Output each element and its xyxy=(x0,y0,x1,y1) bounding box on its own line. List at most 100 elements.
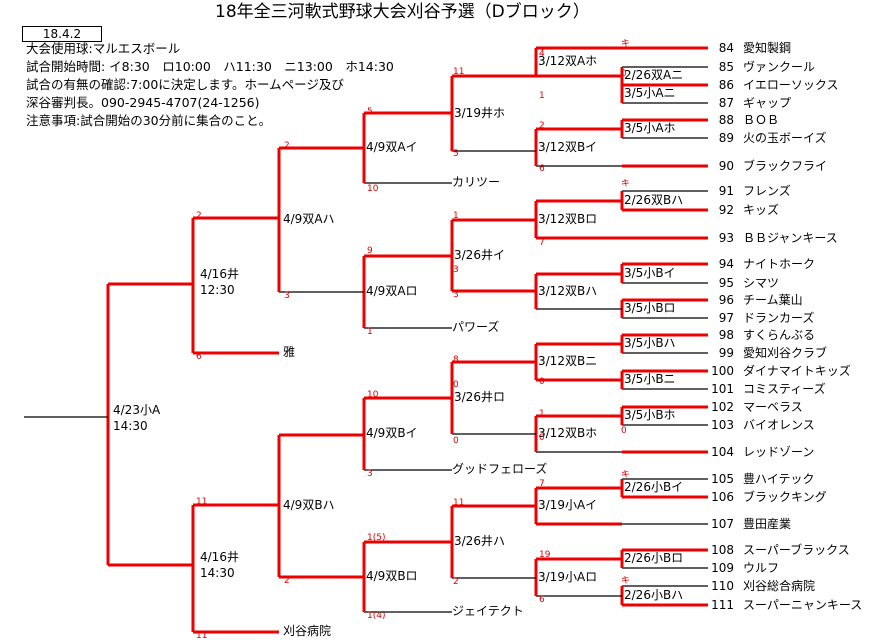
team-number: 101 xyxy=(711,382,734,396)
match-label: 3/12双Bニ xyxy=(538,354,598,368)
team-number: 102 xyxy=(711,400,734,414)
team-name: 愛知刈谷クラブ xyxy=(743,346,828,360)
team-number: 89 xyxy=(718,131,734,145)
team-name: ダイナマイトキッズ xyxy=(743,364,851,378)
info-line: 試合の有無の確認:7:00に決定します。ホームページ及び xyxy=(26,77,344,92)
match-label: 3/5小Aホ xyxy=(624,121,676,135)
seed-team: ジェイテクト xyxy=(452,604,524,618)
match-label: 3/19小Aロ xyxy=(538,569,598,584)
match-label: 3/19小Aイ xyxy=(538,498,598,512)
round-time: 12:30 xyxy=(200,282,235,297)
score: 9 xyxy=(367,246,373,256)
match-label: 3/5小Bイ xyxy=(624,265,676,280)
team-name: 豊田産業 xyxy=(743,517,792,531)
team-name: 愛知製鋼 xyxy=(743,41,792,55)
match-label: 4/9双Bイ xyxy=(366,426,418,440)
team-name: コミスティーズ xyxy=(743,382,826,396)
team-number: 87 xyxy=(718,96,734,110)
score: 6 xyxy=(539,164,545,174)
match-label: 4/9双Aイ xyxy=(366,140,418,154)
team-name: スーパーニャンキース xyxy=(743,598,863,612)
score: 3 xyxy=(453,265,459,275)
team-number: 108 xyxy=(711,543,734,557)
team-name: 火の玉ボーイズ xyxy=(743,131,827,145)
round-date: 4/16井 xyxy=(200,549,239,564)
team-name: 刈谷総合病院 xyxy=(743,579,816,593)
score: 2 xyxy=(453,577,459,587)
score: 1 xyxy=(367,327,373,337)
score: 0 xyxy=(453,436,459,446)
info-line: 注意事項:試合開始の30分前に集合のこと。 xyxy=(26,113,272,128)
team-number: 95 xyxy=(718,276,734,290)
team-name: すくらんぶる xyxy=(743,328,816,342)
team-number: 90 xyxy=(718,159,734,173)
match-label: 2/26小Bハ xyxy=(624,587,684,602)
team-name: スーパーブラックス xyxy=(743,543,850,557)
match-label: 3/12双Bハ xyxy=(538,283,598,298)
team-number: 110 xyxy=(711,579,734,593)
team-name: ギャップ xyxy=(743,96,792,110)
team-name: ドランカーズ xyxy=(743,311,815,325)
team-name: レッドゾーン xyxy=(743,445,815,459)
team-number: 92 xyxy=(718,203,734,217)
team-number: 100 xyxy=(711,364,734,378)
score: 0 xyxy=(539,433,545,443)
date-box: 18.4.2 xyxy=(22,26,102,42)
seed-team: パワーズ xyxy=(452,320,500,334)
team-name: ウルフ xyxy=(743,561,780,575)
score: 8 xyxy=(453,355,459,365)
score: 11 xyxy=(196,631,208,641)
team-number: 98 xyxy=(718,328,734,342)
team-name: ブラックフライ xyxy=(743,159,828,173)
team-number: 96 xyxy=(718,293,734,307)
score: 11 xyxy=(453,67,465,77)
match-label: 3/5小Aニ xyxy=(624,86,676,100)
team-name: ナイトホーク xyxy=(743,257,816,271)
score: 3 xyxy=(453,290,459,300)
team-name: ＢＢジャンキース xyxy=(743,231,838,245)
score: 0 xyxy=(621,426,627,436)
score: 6 xyxy=(196,352,202,362)
lottery-mark: キ xyxy=(621,576,631,586)
team-name: フレンズ xyxy=(743,184,791,198)
match-label: 3/12双Bロ xyxy=(538,211,598,226)
score: 4 xyxy=(539,49,545,59)
team-number: 106 xyxy=(711,490,734,504)
score: 5 xyxy=(453,149,459,159)
team-name: 豊ハイテック xyxy=(743,472,815,486)
team-name: バイオレンス xyxy=(743,418,815,432)
match-label: 3/26井イ xyxy=(454,247,505,262)
score: 7 xyxy=(539,479,545,489)
team-number: 88 xyxy=(718,113,734,127)
round-date: 4/16井 xyxy=(200,266,239,281)
page-title: 18年全三河軟式野球大会刈谷予選（Dブロック） xyxy=(215,2,590,22)
score: 3 xyxy=(367,469,373,479)
score: 0 xyxy=(539,377,545,387)
score: 0 xyxy=(621,69,627,79)
lottery-mark: キ xyxy=(621,39,631,49)
seed-team: グッドフェローズ xyxy=(452,462,548,476)
team-number: 91 xyxy=(718,184,734,198)
score: 1(5) xyxy=(367,533,386,543)
team-number: 104 xyxy=(711,445,734,459)
team-name: マーベラス xyxy=(743,400,803,414)
score: 1 xyxy=(539,409,545,419)
team-name: イエローソックス xyxy=(743,78,839,92)
score: 0 xyxy=(453,380,459,390)
team-name: キッズ xyxy=(743,203,780,217)
score: 6 xyxy=(539,595,545,605)
match-label: 3/12双Bイ xyxy=(538,139,598,154)
score: 10 xyxy=(367,184,379,194)
match-label: 3/12双Aホ xyxy=(538,54,598,68)
team-name: チーム葉山 xyxy=(743,293,803,307)
score: 3 xyxy=(284,291,290,301)
match-label: 3/5小Bロ xyxy=(624,301,676,315)
seed-team: カリツー xyxy=(452,175,501,189)
score: 7 xyxy=(539,238,545,248)
match-label: 2/26双Aニ xyxy=(624,68,684,82)
score: 10 xyxy=(367,390,379,400)
match-label: 3/12双Bホ xyxy=(538,426,598,440)
lottery-mark: キ xyxy=(621,179,631,189)
info-line: 深谷審判長。090-2945-4707(24-1256) xyxy=(26,95,260,110)
